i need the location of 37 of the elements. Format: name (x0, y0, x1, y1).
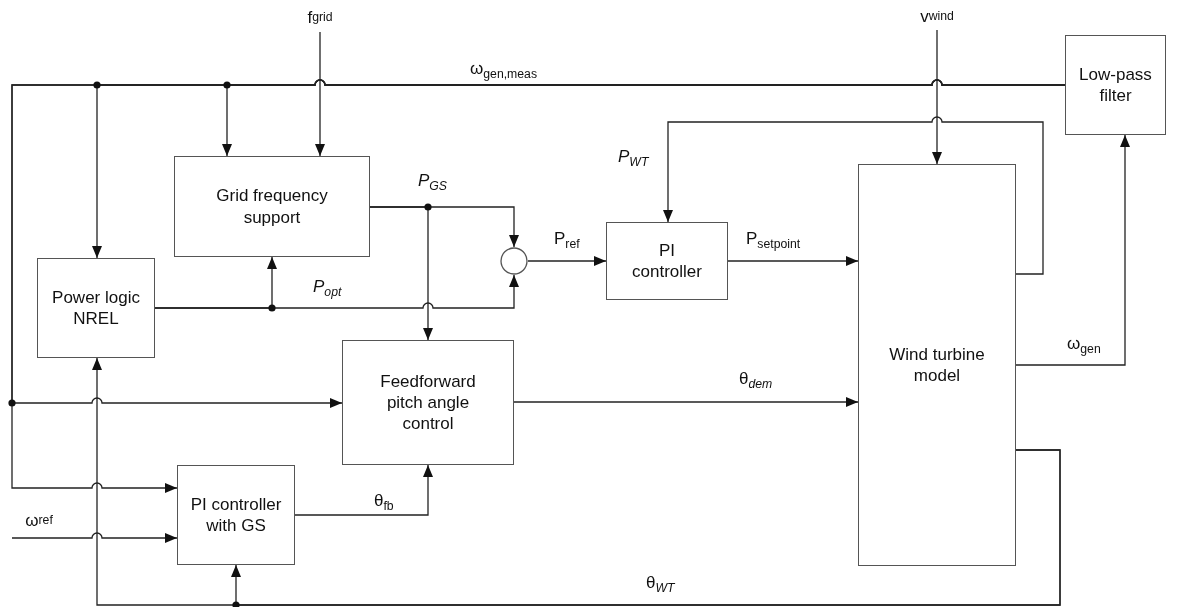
signal-arrow (727, 256, 859, 266)
edge-label: P$_{GS}$ (417, 172, 449, 194)
process-box (1065, 35, 1166, 135)
process-box (606, 222, 728, 300)
signal-arrow (154, 256, 277, 309)
box-label: PI controller (631, 239, 703, 283)
edge-label: ω$_{gen,meas}$ (469, 60, 538, 82)
signal-arrow (369, 206, 433, 341)
signal-arrow (315, 31, 325, 157)
process-box (342, 340, 514, 465)
edge-label: θ$_{dem}$ (738, 370, 774, 392)
process-box (37, 258, 155, 358)
edge-label: P$_{ref}$ (553, 230, 581, 252)
summing-junction (500, 247, 528, 275)
process-box (858, 164, 1016, 566)
edge-label: ω$_{gen}$ (1066, 335, 1102, 357)
signal-arrow (932, 29, 942, 165)
edge-label: P$_{setpoint}$ (745, 230, 802, 252)
process-box (174, 156, 370, 257)
edge-label: θ$_{fb}$ (373, 492, 395, 514)
box-label: Grid frequency support (215, 185, 329, 228)
box-label: Feedforward pitch angle control (379, 370, 477, 435)
box-label: PI controller with GS (189, 493, 283, 537)
box-label: Wind turbine model (888, 343, 986, 387)
edge-label: P$_{WT}$ (617, 148, 650, 170)
edge-label: θ$_{WT}$ (645, 574, 676, 596)
box-label: Power logic NREL (51, 286, 141, 330)
signal-arrow (231, 449, 1061, 606)
signal-arrow (527, 256, 607, 266)
signal-arrow (11, 532, 178, 543)
signal-arrow (663, 116, 1044, 275)
edge-label: P$_{opt}$ (312, 278, 343, 300)
signal-arrow (1015, 134, 1130, 366)
signal-arrow (294, 464, 433, 516)
box-label: Low-pass filter (1078, 63, 1153, 107)
process-box (177, 465, 295, 565)
signal-arrow (513, 397, 859, 407)
